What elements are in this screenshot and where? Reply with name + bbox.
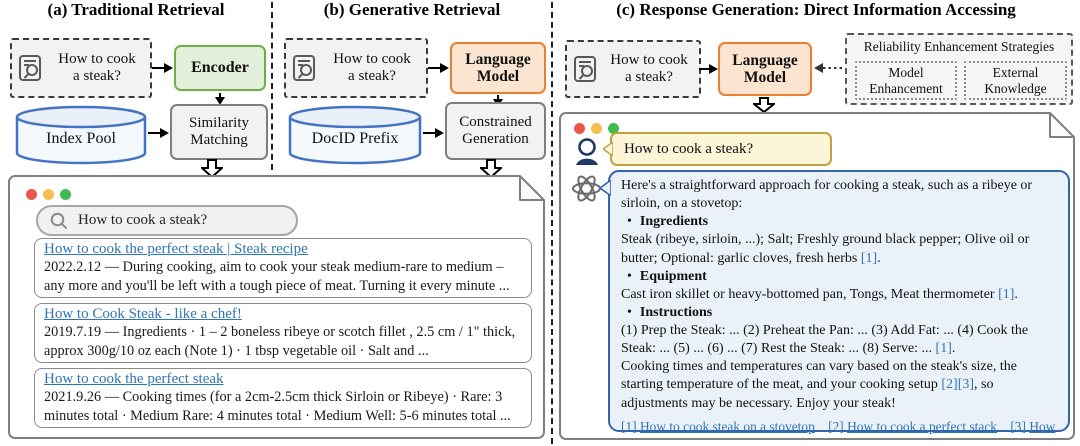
bullet: • bbox=[627, 304, 632, 320]
bubble-tail bbox=[603, 142, 613, 156]
traffic-light-red bbox=[26, 189, 37, 200]
citation-link[interactable]: How ... bbox=[621, 418, 1056, 446]
result-card: How to Cook Steak - like a chef! 2019.7.… bbox=[34, 303, 532, 363]
traffic-light-yellow bbox=[591, 123, 602, 134]
arrow-query-to-lm bbox=[428, 63, 449, 73]
result-card: How to cook the perfect steak 2021.9.26 … bbox=[34, 368, 532, 428]
search-results-window: How to cook a steak? How to cook the per… bbox=[8, 175, 545, 439]
similarity-matching-box: Similarity Matching bbox=[170, 104, 268, 160]
user-icon bbox=[576, 138, 598, 165]
section-body: Steak (ribeye, sirloin, ...); Salt; Fres… bbox=[621, 232, 1030, 266]
citation-link[interactable]: How to cook a perfect stack bbox=[847, 418, 997, 434]
user-message-text: How to cook a steak? bbox=[624, 140, 754, 157]
document-search-icon bbox=[293, 55, 315, 81]
traffic-light-red bbox=[574, 123, 585, 134]
section-heading: • Ingredients bbox=[621, 213, 1057, 231]
bullet: • bbox=[627, 268, 632, 284]
assistant-outro: Cooking times and temperatures can vary … bbox=[621, 359, 1017, 411]
external-knowledge-box: External Knowledge bbox=[964, 61, 1067, 100]
arrow-encoder-down bbox=[215, 93, 225, 105]
dotted-arrow-reliability-to-lm bbox=[814, 63, 845, 73]
assistant-message-bubble: Here's a straightforward approach for co… bbox=[600, 170, 1070, 446]
traffic-light-green bbox=[608, 123, 619, 134]
result-snippet: 2019.7.19 — Ingredients · 1 – 2 boneless… bbox=[44, 324, 516, 359]
search-input[interactable]: How to cook a steak? bbox=[36, 205, 298, 236]
search-query-text: How to cook a steak? bbox=[78, 212, 208, 228]
docid-prefix-cylinder: DocID Prefix bbox=[287, 104, 423, 166]
result-card: How to cook the perfect steak | Steak re… bbox=[34, 238, 532, 298]
result-link[interactable]: How to cook the perfect steak | Steak re… bbox=[44, 241, 308, 257]
result-snippet: 2021.9.26 — Cooking times (for a 2cm-2.5… bbox=[44, 389, 511, 424]
section-body: Cast iron skillet or heavy-bottomed pan,… bbox=[621, 286, 1018, 302]
panel-b-title: (b) Generative Retrieval bbox=[323, 0, 501, 19]
arrow-query-to-lm-c bbox=[699, 64, 718, 74]
page-curl-icon bbox=[515, 175, 545, 205]
citation-link[interactable]: How to cook steak on a stovetop bbox=[639, 418, 815, 434]
hollow-arrow-a bbox=[201, 159, 223, 178]
panel-divider-ab bbox=[271, 2, 273, 170]
arrow-query-to-encoder bbox=[152, 63, 173, 73]
reliability-strategies-box: Reliability Enhancement Strategies Model… bbox=[845, 33, 1073, 105]
result-link[interactable]: How to cook the perfect steak bbox=[44, 371, 224, 387]
user-message-bubble: How to cook a steak? bbox=[603, 132, 832, 166]
result-link[interactable]: How to Cook Steak - like a chef! bbox=[44, 306, 242, 322]
citation-marker: [1] bbox=[621, 418, 637, 434]
arrow-pool-to-matcher bbox=[148, 128, 169, 138]
document-search-icon bbox=[574, 56, 596, 82]
model-enhancement-box: Model Enhancement bbox=[855, 61, 957, 100]
citations-row: [1] How to cook steak on a stovetop [2] … bbox=[621, 418, 1057, 446]
citation-marker: [2] bbox=[828, 418, 844, 434]
hollow-arrow-c bbox=[753, 97, 775, 113]
index-pool-cylinder: Index Pool bbox=[14, 104, 148, 166]
section-heading: • Instructions bbox=[621, 304, 1057, 322]
encoder-box: Encoder bbox=[174, 45, 266, 91]
language-model-box-b: Language Model bbox=[450, 42, 546, 94]
panel-divider-bc bbox=[551, 2, 553, 444]
arrow-docid-to-generator bbox=[423, 128, 444, 138]
bubble-tail bbox=[600, 180, 611, 196]
section-body: (1) Prep the Steak: ... (2) Preheat the … bbox=[621, 323, 1029, 357]
magnifier-icon bbox=[50, 212, 68, 229]
panel-c-title: (c) Response Generation: Direct Informat… bbox=[616, 0, 1016, 19]
result-snippet: 2022.2.12 — During cooking, aim to cook … bbox=[44, 259, 510, 294]
traffic-light-yellow bbox=[43, 189, 54, 200]
page-curl-icon bbox=[1045, 112, 1075, 142]
assistant-intro: Here's a straightforward approach for co… bbox=[621, 178, 1033, 212]
reliability-title: Reliability Enhancement Strategies bbox=[863, 39, 1055, 54]
language-model-box-c: Language Model bbox=[718, 42, 812, 96]
openai-icon bbox=[572, 175, 601, 202]
chat-window: How to cook a steak? Here's a straightfo… bbox=[559, 112, 1075, 446]
section-heading: • Equipment bbox=[621, 268, 1057, 286]
hollow-arrow-b bbox=[480, 159, 502, 178]
traffic-light-green bbox=[60, 189, 71, 200]
panel-a-title: (a) Traditional Retrieval bbox=[47, 0, 225, 19]
citation-marker: [3] bbox=[1010, 418, 1026, 434]
bullet: • bbox=[627, 214, 632, 230]
constrained-generation-box: Constrained Generation bbox=[445, 102, 546, 160]
document-search-icon bbox=[19, 55, 41, 81]
